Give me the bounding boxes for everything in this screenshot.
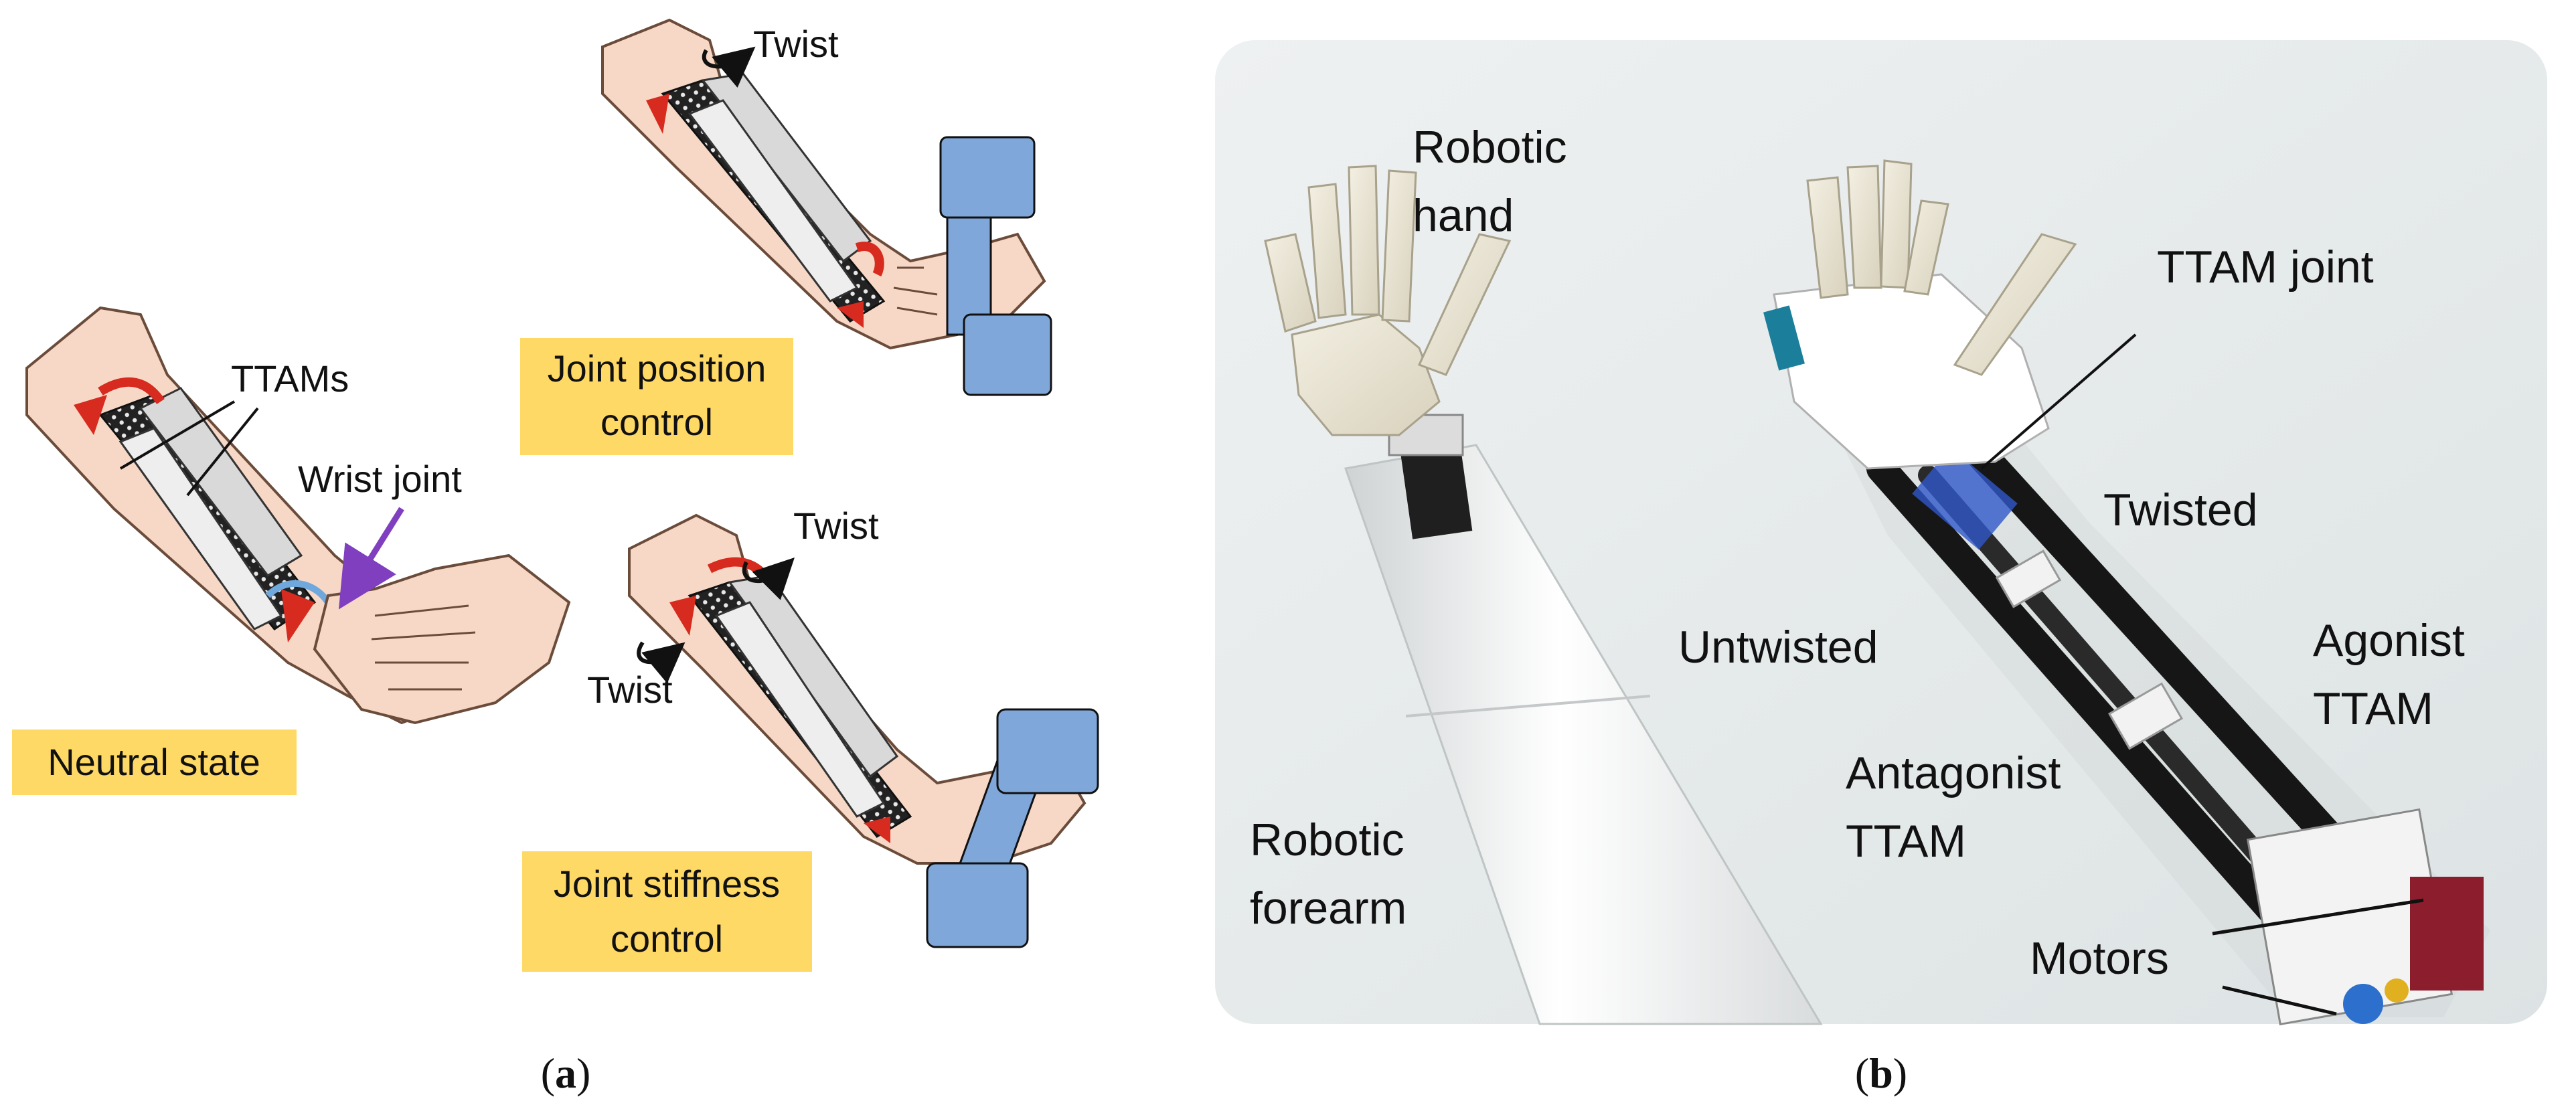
untwisted-label: Untwisted: [1678, 622, 1878, 673]
twist-arrow-low: [637, 641, 686, 684]
robotic-hand-label-line1: Robotic: [1413, 122, 1567, 173]
ttam-joint-label: TTAM joint: [2157, 242, 2374, 292]
ttam-arm-photo: [1834, 415, 2490, 1026]
stiffness-control-line2: control: [611, 918, 723, 960]
twist-label-mid: Twist: [793, 505, 879, 547]
position-control-box: [520, 338, 793, 455]
robotic-forearm-photo: [1344, 414, 1823, 1025]
robotic-hand-photo-right: [1763, 159, 2077, 470]
panel-a-caption: (a): [541, 1049, 591, 1097]
position-control-line2: control: [600, 401, 713, 443]
twist-label-low: Twist: [587, 669, 673, 711]
stiffness-forearm-illustration: [628, 513, 1086, 865]
robotic-forearm-label-line2: forearm: [1250, 883, 1406, 934]
ttams-leader-1: [119, 400, 236, 470]
robotic-forearm-label-line1: Robotic: [1250, 814, 1404, 865]
twist-arrow-top: [702, 46, 756, 88]
stiffness-control-box: [522, 851, 812, 972]
dumbbell-top: [939, 136, 1052, 396]
neutral-state-label: Neutral state: [48, 741, 260, 783]
antagonist-label-line1: Antagonist: [1846, 748, 2061, 798]
robotic-hand-label-line2: hand: [1413, 190, 1514, 241]
ttam-joint-leader: [1980, 333, 2137, 470]
panel-b-caption: (b): [1855, 1049, 1907, 1097]
motors-label: Motors: [2030, 933, 2169, 984]
position-control-line1: Joint position: [548, 347, 767, 390]
antagonist-label-line2: TTAM: [1846, 816, 1966, 867]
wrist-joint-label: Wrist joint: [298, 458, 462, 500]
panel-b: Robotic hand Robotic forearm TTAM joint …: [1215, 40, 2547, 1097]
agonist-label-line2: TTAM: [2313, 683, 2433, 734]
ttams-label: TTAMs: [231, 357, 349, 400]
wrist-joint-arrow: [338, 507, 404, 610]
ttams-leader-2: [186, 407, 259, 497]
robotic-hand-photo-left: [1264, 165, 1512, 436]
twist-label-top: Twist: [753, 23, 839, 65]
dumbbell-bottom: [926, 708, 1099, 948]
motors-leader-1: [2212, 898, 2424, 936]
agonist-label-line1: Agonist: [2313, 615, 2465, 666]
position-forearm-illustration: [601, 18, 1046, 350]
motors-leader-2: [2222, 985, 2337, 1016]
twisted-label: Twisted: [2103, 485, 2258, 535]
neutral-state-box: [12, 729, 297, 795]
stiffness-control-line1: Joint stiffness: [554, 863, 780, 905]
panel-a: TTAMs Wrist joint Neutral state Twist Jo…: [12, 18, 1099, 1097]
twist-arrow-mid: [742, 557, 795, 600]
